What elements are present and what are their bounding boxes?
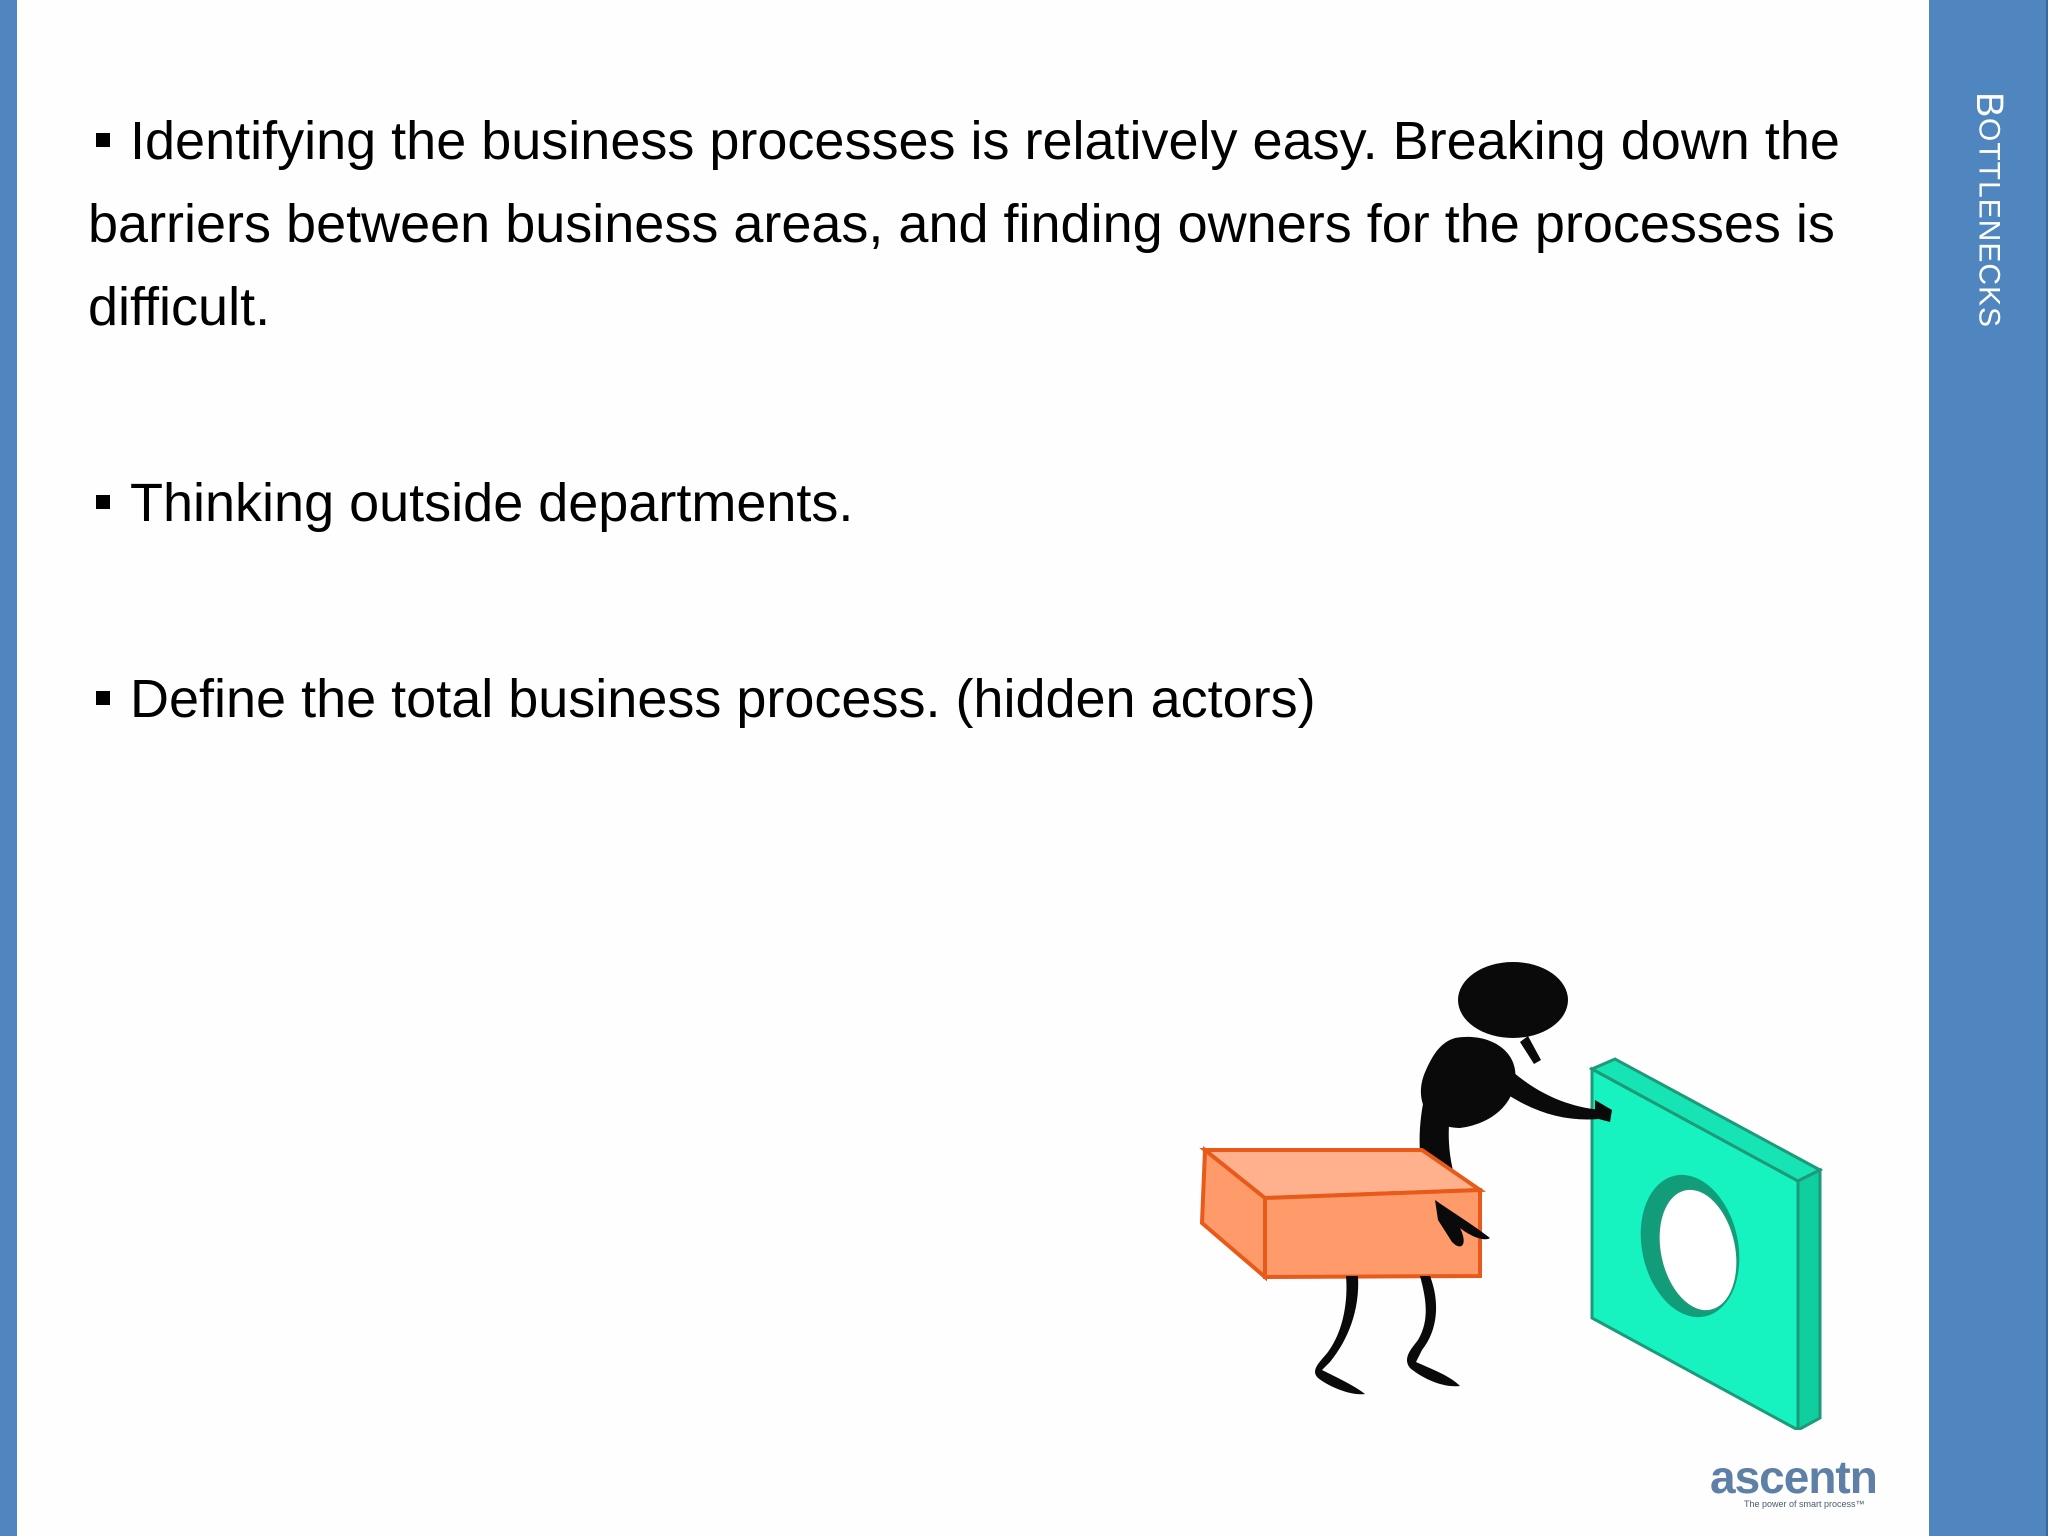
logo-wordmark: ascentn [1710,1451,1878,1503]
square-bullet-icon [96,133,110,147]
bullet-text-2: Thinking outside departments. [130,473,854,533]
logo-tagline: The power of smart process™ [1744,1499,1865,1509]
left-accent-bar [0,0,17,1536]
figure-legs [1315,1276,1460,1395]
section-title-initial: B [1968,92,2010,119]
bullet-text-1: Identifying the business processes is re… [88,111,1840,337]
bullet-text-3: Define the total business process. (hidd… [130,669,1316,729]
bullet-item-3: Define the total business process. (hidd… [88,658,1868,741]
right-edge-shade [2046,0,2048,1536]
square-bullet-icon [96,691,110,705]
orange-box [1199,1145,1487,1282]
bullet-list: Identifying the business processes is re… [88,100,1868,741]
bullet-item-2: Thinking outside departments. [88,462,1868,545]
figure-hand [1435,1200,1490,1247]
section-title-rest: OTTLENECKS [1972,118,2006,329]
right-accent-bar [1929,0,2048,1536]
company-logo: ascentn The power of smart process™ [1700,1452,1910,1512]
square-bullet-icon [96,495,110,509]
stick-figure [1419,962,1612,1190]
bullet-item-1: Identifying the business processes is re… [88,100,1868,349]
teal-block [1588,1057,1824,1430]
figure-carrying-block-icon [1199,962,1824,1430]
